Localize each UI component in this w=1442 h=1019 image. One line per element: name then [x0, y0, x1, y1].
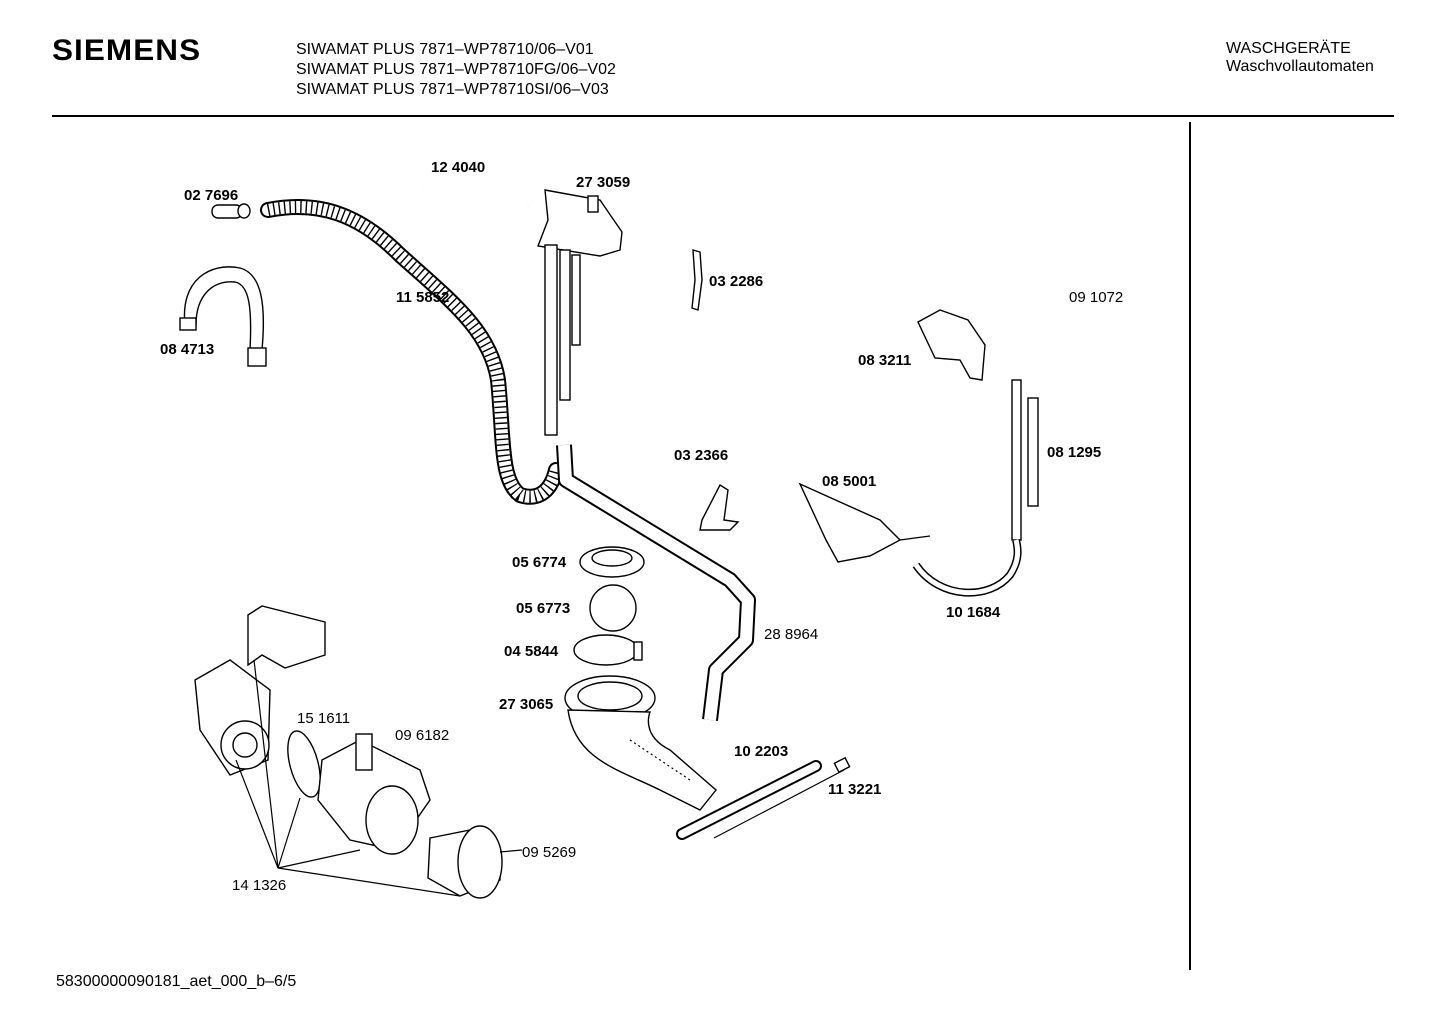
leader-lines-141326	[235, 659, 523, 897]
label-091072: 09 1072	[1069, 289, 1123, 306]
part-045844-ring	[573, 634, 639, 666]
label-084713: 08 4713	[160, 341, 214, 358]
model-line-2: SIWAMAT PLUS 7871–WP78710FG/06–V02	[296, 61, 616, 78]
part-273059-dispenser	[537, 189, 623, 436]
label-124040: 12 4040	[431, 159, 485, 176]
category-block: WASCHGERÄTE Waschvollautomaten	[1226, 40, 1374, 76]
label-081295: 08 1295	[1047, 444, 1101, 461]
label-101684: 10 1684	[946, 604, 1001, 621]
label-056774: 05 6774	[512, 554, 567, 571]
label-032286: 03 2286	[709, 273, 763, 290]
category-subtitle: Waschvollautomaten	[1226, 58, 1374, 75]
part-032366-bracket	[699, 484, 740, 531]
part-pump-motor	[194, 659, 271, 776]
label-045844: 04 5844	[504, 643, 559, 660]
part-115852-hose	[260, 199, 564, 505]
label-083211: 08 3211	[858, 352, 911, 369]
label-085001: 08 5001	[822, 473, 876, 490]
label-273065: 27 3065	[499, 696, 553, 713]
label-095269: 09 5269	[522, 844, 576, 861]
part-labels: 12 4040 27 3059 02 7696 03 2286 09 1072 …	[160, 159, 1123, 894]
part-056773-ball	[589, 584, 637, 632]
label-027696: 02 7696	[184, 187, 238, 204]
label-141326: 14 1326	[232, 877, 286, 894]
category-title: WASCHGERÄTE	[1226, 40, 1351, 57]
part-027696-connector	[211, 203, 251, 219]
label-115852: 11 5852	[396, 289, 449, 306]
label-273059: 27 3059	[576, 174, 630, 191]
label-288964: 28 8964	[764, 626, 818, 643]
part-288964-pipe	[556, 444, 756, 721]
label-096182: 09 6182	[395, 727, 449, 744]
part-095269-filter	[427, 825, 503, 899]
part-096182-housing	[317, 733, 431, 855]
part-084713-holder	[183, 266, 265, 351]
label-102203: 10 2203	[734, 743, 788, 760]
model-line-3: SIWAMAT PLUS 7871–WP78710SI/06–V03	[296, 81, 609, 98]
label-113221: 11 3221	[828, 781, 881, 798]
part-273065-sump	[564, 675, 717, 811]
model-list: SIWAMAT PLUS 7871–WP78710/06–V01 SIWAMAT…	[296, 40, 616, 100]
part-pump-cover	[247, 605, 326, 669]
label-032366: 03 2366	[674, 447, 728, 464]
part-083211-housing	[917, 309, 986, 381]
part-113221-pin	[713, 769, 845, 839]
part-056774-seal	[579, 546, 645, 578]
label-056773: 05 6773	[516, 600, 570, 617]
part-151611-gasket	[287, 730, 321, 798]
label-151611: 15 1611	[297, 710, 350, 727]
part-085001-sensor	[798, 482, 902, 563]
part-032286-clip	[691, 249, 703, 311]
brand-logo: SIEMENS	[52, 34, 202, 67]
model-line-1: SIWAMAT PLUS 7871–WP78710/06–V01	[296, 41, 594, 58]
part-081295-tube	[1011, 379, 1022, 541]
document-id: 58300000090181_aet_000_b–6/5	[56, 973, 297, 990]
